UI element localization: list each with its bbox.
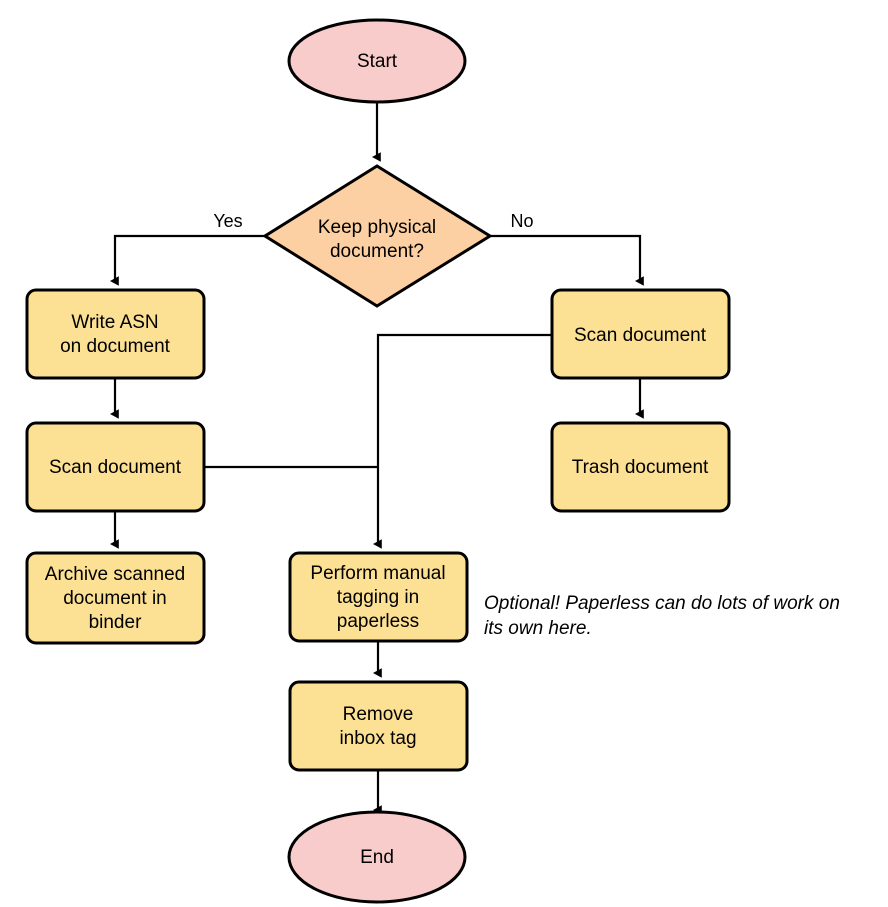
tagging-label-line1: Perform manual — [310, 563, 445, 584]
scan-right-box[interactable] — [550, 288, 731, 380]
remove-inbox-label-line2: inbox tag — [339, 728, 416, 749]
decision-label-line1: Keep physical — [318, 217, 436, 238]
edge-scan-right-to-tagging — [372, 333, 552, 549]
node-write-asn[interactable]: Write ASN on document — [25, 288, 206, 380]
optional-note-line1: Optional! Paperless can do lots of work … — [484, 593, 840, 614]
tagging-label-line3: paperless — [337, 611, 419, 632]
edge-label-yes: Yes — [213, 211, 242, 231]
scan-left-box[interactable] — [25, 421, 206, 513]
trash-label: Trash document — [572, 457, 709, 478]
decision-label-line2: document? — [330, 241, 424, 262]
edges-layer — [109, 101, 644, 815]
remove-inbox-box[interactable] — [288, 680, 469, 772]
node-scan-document-right[interactable]: Scan document — [550, 288, 731, 380]
scan-right-label: Scan document — [574, 325, 707, 346]
node-remove-inbox-tag[interactable]: Remove inbox tag — [288, 680, 469, 772]
trash-box[interactable] — [550, 421, 731, 513]
start-ellipse[interactable] — [287, 18, 467, 104]
node-decision-keep-physical-document[interactable]: Keep physical document? — [262, 164, 493, 308]
write-asn-box[interactable] — [25, 288, 206, 380]
archive-label-line2: document in — [63, 588, 167, 609]
node-end[interactable]: End — [287, 810, 467, 904]
write-asn-label-line2: on document — [60, 336, 171, 357]
edge-label-no: No — [510, 211, 533, 231]
start-label: Start — [357, 51, 398, 72]
remove-inbox-label-line1: Remove — [343, 704, 414, 725]
edge-decision-no-to-scan-right — [490, 234, 644, 286]
scan-left-label: Scan document — [49, 457, 182, 478]
node-trash-document[interactable]: Trash document — [550, 421, 731, 513]
tagging-label-line2: tagging in — [337, 587, 419, 608]
node-archive-scanned-document[interactable]: Archive scanned document in binder — [25, 551, 206, 645]
optional-note-line2: its own here. — [484, 618, 592, 639]
node-perform-manual-tagging[interactable]: Perform manual tagging in paperless — [288, 551, 469, 643]
annotation-optional-note: Optional! Paperless can do lots of work … — [484, 593, 840, 639]
edge-decision-yes-to-write-asn — [109, 234, 266, 286]
node-scan-document-left[interactable]: Scan document — [25, 421, 206, 513]
tagging-box[interactable] — [288, 551, 469, 643]
decision-diamond[interactable] — [262, 164, 493, 308]
archive-box[interactable] — [25, 551, 206, 645]
end-label: End — [360, 847, 394, 868]
node-start[interactable]: Start — [287, 18, 467, 104]
end-ellipse[interactable] — [287, 810, 467, 904]
archive-label-line3: binder — [89, 612, 142, 633]
write-asn-label-line1: Write ASN — [71, 312, 158, 333]
edge-labels-layer: Yes No — [213, 211, 533, 231]
archive-label-line1: Archive scanned — [45, 564, 185, 585]
